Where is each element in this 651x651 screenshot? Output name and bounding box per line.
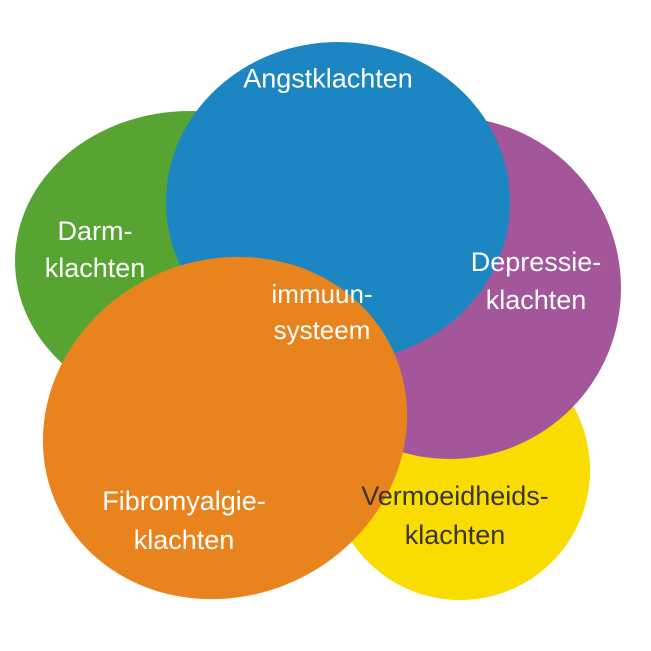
fibromyalgie-circle xyxy=(42,256,408,600)
